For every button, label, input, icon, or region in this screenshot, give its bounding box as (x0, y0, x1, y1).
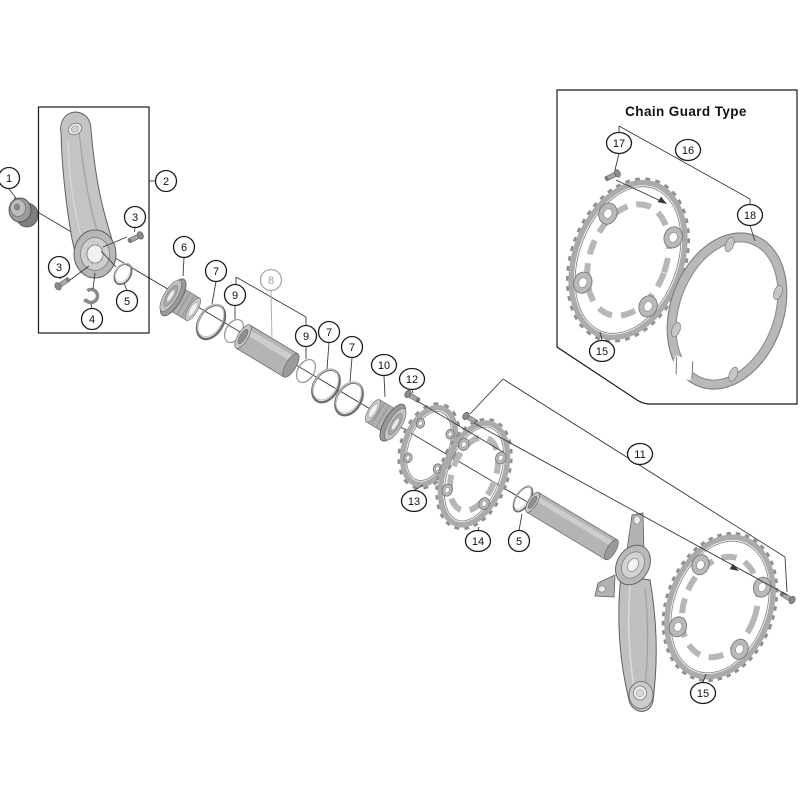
o-ring (113, 262, 133, 286)
leader-arrowhead (729, 563, 739, 571)
callout-15: 15 (689, 681, 717, 705)
o-ring (311, 368, 341, 404)
crank-fixing-cap (8, 197, 39, 228)
callout-7: 7 (340, 335, 364, 359)
left-crank-outline-box (37, 106, 150, 334)
callout-9: 9 (223, 283, 247, 307)
o-ring (195, 303, 227, 341)
chainring-middle (435, 417, 513, 531)
crank-axle (525, 491, 619, 561)
callout-3: 3 (123, 205, 147, 229)
callout-10: 10 (370, 353, 398, 377)
svg-text:2: 2 (163, 176, 169, 188)
svg-text:10: 10 (378, 360, 390, 372)
callout-14: 14 (464, 529, 492, 553)
chain-guard-bolt (604, 169, 621, 181)
chain-guard-type-box (556, 89, 798, 405)
svg-text:12: 12 (406, 374, 418, 386)
chainring-large-guard-type (565, 177, 691, 343)
chainring-large (661, 531, 779, 683)
callout-6: 6 (172, 235, 196, 259)
callout-13: 13 (400, 489, 428, 513)
callout-3: 3 (47, 255, 71, 279)
svg-text:13: 13 (408, 496, 420, 508)
left-crank-arm (60, 111, 117, 279)
callout-15: 15 (588, 339, 616, 363)
callout-16: 16 (674, 138, 702, 162)
callout-7: 7 (317, 320, 341, 344)
svg-text:5: 5 (124, 296, 130, 308)
callout-5: 5 (115, 289, 139, 313)
o-ring (334, 381, 364, 417)
svg-text:1: 1 (6, 173, 12, 185)
chain-guard (666, 232, 788, 390)
callout-5: 5 (507, 529, 531, 553)
chain-guard-box-title: Chain Guard Type (625, 104, 747, 119)
svg-text:4: 4 (89, 314, 95, 326)
callout-9: 9 (294, 324, 318, 348)
svg-text:14: 14 (472, 536, 484, 548)
callout-1: 1 (0, 166, 21, 190)
svg-text:18: 18 (744, 210, 756, 222)
inner-seal-ring (295, 358, 317, 384)
svg-text:15: 15 (596, 346, 608, 358)
svg-text:15: 15 (697, 688, 709, 700)
chainring-bolt (404, 389, 421, 403)
callout-4: 4 (80, 307, 104, 331)
callout-7: 7 (204, 259, 228, 283)
svg-text:6: 6 (181, 242, 187, 254)
svg-text:7: 7 (349, 342, 355, 354)
callout-2: 2 (154, 169, 178, 193)
callout-12: 12 (398, 367, 426, 391)
bb-inner-sleeve (234, 324, 300, 378)
svg-text:7: 7 (213, 266, 219, 278)
stopper-plate-clip (82, 287, 100, 305)
callout-17: 17 (605, 131, 633, 155)
svg-text:7: 7 (326, 327, 332, 339)
leader-arrowhead (657, 196, 667, 204)
svg-text:5: 5 (516, 536, 522, 548)
muted-leader-line (270, 290, 273, 342)
callout-18: 18 (736, 203, 764, 227)
callout-8: 8 (259, 268, 283, 292)
left-bearing-cup (159, 278, 202, 321)
parts-drawings (8, 111, 796, 712)
leader-lines (8, 125, 788, 683)
right-crank-arm (594, 512, 657, 712)
svg-text:17: 17 (613, 138, 625, 150)
svg-text:11: 11 (634, 449, 645, 461)
svg-text:3: 3 (132, 212, 138, 224)
svg-text:9: 9 (303, 331, 309, 343)
svg-text:9: 9 (232, 290, 238, 302)
svg-text:8: 8 (268, 275, 274, 287)
pinch-bolt (127, 231, 144, 243)
chainring-bolt (779, 591, 796, 605)
svg-text:3: 3 (56, 262, 62, 274)
svg-text:16: 16 (682, 145, 694, 157)
callout-11: 11 (626, 442, 654, 466)
right-bearing-cup (364, 399, 407, 442)
pinch-bolt (54, 277, 70, 291)
